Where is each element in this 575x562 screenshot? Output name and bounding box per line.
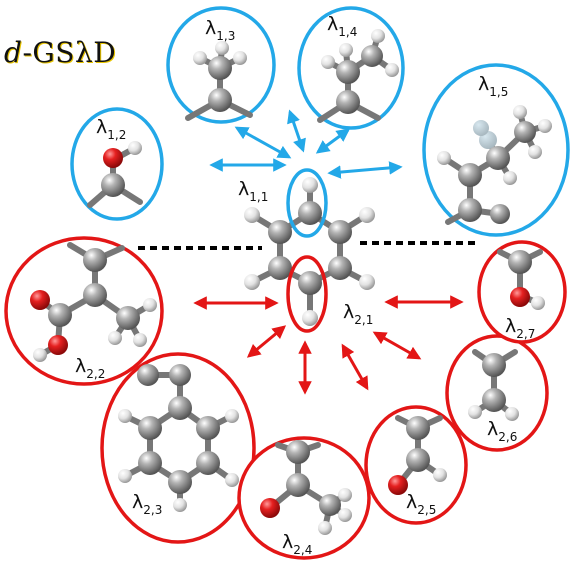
fragment-2-7 <box>477 240 567 344</box>
fragment-2-3 <box>100 352 256 544</box>
site-2-1-ring <box>286 255 328 333</box>
label-lambda-2-4: λ2,4 <box>282 531 312 557</box>
fragment-1-4 <box>297 6 405 130</box>
blue-arrows <box>209 109 403 179</box>
label-lambda-2-1: λ2,1 <box>343 301 373 327</box>
title-rest: -GSλD <box>22 36 117 69</box>
label-lambda-2-3: λ2,3 <box>132 491 162 517</box>
fragment-2-2 <box>4 236 164 386</box>
fragment-2-5 <box>364 405 468 525</box>
central-molecule <box>244 168 375 333</box>
separator-line <box>138 241 478 250</box>
label-lambda-2-6: λ2,6 <box>487 418 517 444</box>
label-lambda-1-3: λ1,3 <box>205 17 235 43</box>
site-1-1-ring <box>286 168 328 238</box>
label-lambda-2-2: λ2,2 <box>75 355 105 381</box>
fragment-1-2 <box>70 107 164 221</box>
label-lambda-1-1: λ1,1 <box>238 178 268 204</box>
fragment-1-5 <box>422 63 570 237</box>
fragment-2-6 <box>445 334 549 452</box>
label-lambda-2-7: λ2,7 <box>505 315 535 341</box>
fragment-1-3 <box>166 6 276 124</box>
label-lambda-1-4: λ1,4 <box>327 13 357 39</box>
label-lambda-2-5: λ2,5 <box>406 491 436 517</box>
title-italic-d: d <box>4 36 23 69</box>
label-lambda-1-5: λ1,5 <box>478 73 508 99</box>
diagram-title: d-GSλD <box>4 36 116 69</box>
red-arrows <box>193 295 464 395</box>
label-lambda-1-2: λ1,2 <box>96 116 126 142</box>
fragment-2-4 <box>237 436 371 560</box>
